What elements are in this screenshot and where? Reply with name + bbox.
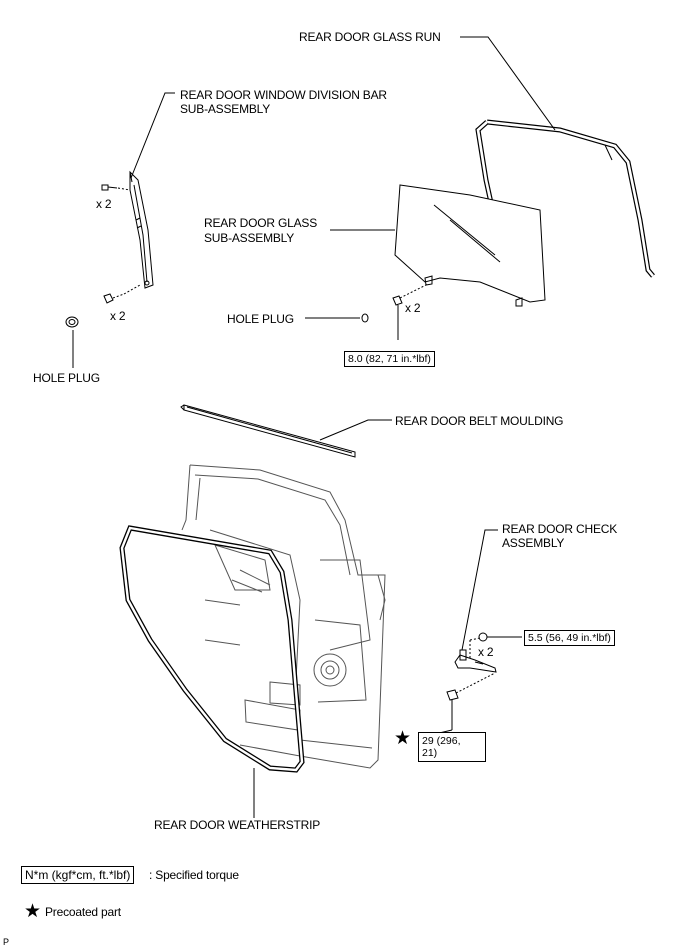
screw-top-left — [101, 184, 131, 191]
check-bolt — [417, 672, 496, 739]
label-glass-run: REAR DOOR GLASS RUN — [299, 30, 441, 44]
legend-torque-box: N*m (kgf*cm, ft.*lbf) — [21, 866, 135, 884]
label-belt-moulding: REAR DOOR BELT MOULDING — [395, 414, 564, 428]
division-bar-part — [129, 170, 154, 289]
hole-plug-center-part — [361, 313, 369, 323]
qty-div-bar-bottom: x 2 — [110, 309, 126, 323]
label-division-bar-line1: REAR DOOR WINDOW DIVISION BAR — [180, 88, 387, 102]
label-division-bar-line2: SUB-ASSEMBLY — [180, 102, 271, 116]
torque-check-nut: 5.5 (56, 49 in.*lbf) — [524, 630, 615, 646]
door-check-part — [454, 649, 497, 673]
leader-division-bar — [130, 92, 175, 179]
leader-glass-run — [460, 36, 556, 131]
label-door-check-line1: REAR DOOR CHECK — [502, 522, 618, 536]
torque-glass: 8.0 (82, 71 in.*lbf) — [344, 351, 435, 367]
torque-check-bolt-line2: 21) — [422, 747, 438, 759]
weatherstrip-part — [119, 525, 305, 773]
torque-check-bolt: 29 (296, 21) — [418, 732, 486, 762]
torque-check-bolt-line1: 29 (296, — [422, 735, 461, 747]
bolt-bottom-left — [103, 284, 141, 304]
belt-moulding-part — [180, 404, 356, 458]
label-hole-plug-center: HOLE PLUG — [227, 312, 294, 326]
glass-bolt — [392, 283, 429, 340]
label-door-glass-line2: SUB-ASSEMBLY — [204, 231, 295, 245]
qty-glass-bolts: x 2 — [405, 301, 421, 315]
leader-belt-moulding — [319, 419, 392, 441]
door-glass-part — [394, 184, 546, 307]
hole-plug-left-part — [65, 316, 79, 328]
leader-door-check — [461, 529, 498, 651]
label-weatherstrip: REAR DOOR WEATHERSTRIP — [154, 818, 321, 832]
star-icon: ★ — [394, 728, 411, 749]
label-door-check-line2: ASSEMBLY — [502, 536, 565, 550]
check-nut — [469, 632, 522, 660]
label-door-glass-line1: REAR DOOR GLASS — [204, 216, 318, 230]
legend-star-icon: ★ — [24, 901, 41, 922]
legend-star-desc: Precoated part — [45, 905, 121, 919]
qty-div-bar-top: x 2 — [96, 197, 112, 211]
figure-id: P — [3, 937, 10, 947]
legend-torque-desc: : Specified torque — [149, 868, 239, 882]
qty-check-nuts: x 2 — [478, 645, 494, 659]
label-hole-plug-left: HOLE PLUG — [33, 371, 100, 385]
